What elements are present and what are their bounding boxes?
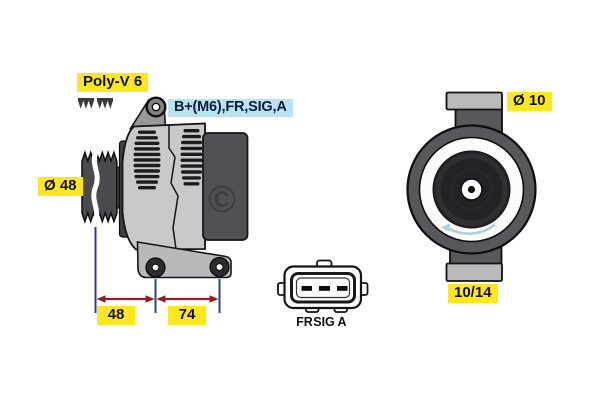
dimension-witness-lines — [94, 227, 221, 313]
connector-inner-line — [295, 277, 351, 299]
dimension-arrow-74 — [156, 295, 219, 303]
top-mounting-lug-eye — [145, 96, 167, 118]
pulley-grooved-body — [81, 150, 118, 224]
rotation-direction-icon — [440, 223, 496, 235]
vent-slot — [180, 164, 203, 168]
vent-slot — [133, 158, 161, 162]
connector-pin-sig — [319, 286, 330, 291]
belt-type-label: Poly-V 6 — [77, 73, 149, 92]
shaft-center — [467, 185, 476, 194]
vent-slot — [136, 136, 158, 140]
vent-slot — [180, 152, 203, 156]
vent-slot — [183, 129, 200, 133]
rear-cover: © — [202, 132, 249, 241]
vent-slot — [180, 146, 203, 151]
copyright-watermark: © — [208, 179, 236, 221]
dimension-74-label: 74 — [168, 306, 206, 325]
connector-pin-fr — [301, 286, 312, 291]
vent-slot — [136, 180, 158, 184]
vent-slot — [182, 176, 201, 180]
vent-slot — [183, 182, 200, 186]
front-view — [406, 91, 537, 282]
vent-slot — [133, 163, 161, 168]
pulley-side-view — [81, 150, 126, 224]
vent-slot — [138, 186, 156, 190]
vent-slot — [134, 141, 160, 145]
vent-slot — [134, 174, 160, 179]
pulley-diameter-label: Ø 48 — [38, 177, 83, 196]
vent-slots-right — [180, 129, 203, 186]
pulley-break-line — [91, 150, 100, 224]
terminal-label: B+(M6),FR,SIG,A — [168, 99, 293, 117]
poly-v-belt-icon — [78, 98, 113, 109]
vent-slot — [181, 170, 202, 174]
mount-width-label: 10/14 — [448, 284, 498, 303]
connector-pin-a — [337, 286, 348, 291]
vent-slot — [134, 169, 160, 173]
connector-diagram — [277, 259, 369, 313]
vent-slot — [133, 152, 161, 157]
hole-diameter-label: Ø 10 — [507, 92, 552, 111]
vent-slots-left — [133, 130, 161, 190]
housing-seam — [168, 125, 179, 250]
vent-slot — [134, 147, 160, 151]
vent-slot — [138, 130, 156, 134]
pin-label-sig: SIG — [313, 315, 335, 329]
front-top-cap — [445, 91, 503, 111]
vent-slot — [182, 134, 201, 139]
pin-label-a: A — [337, 315, 347, 329]
vent-slot — [180, 158, 203, 162]
vent-slot — [181, 140, 202, 145]
dimension-arrow-48 — [96, 295, 155, 303]
mounting-foot — [136, 241, 232, 279]
pin-label-fr: FR — [296, 315, 313, 329]
dimension-48-label: 48 — [97, 306, 135, 325]
front-bottom-cap — [445, 262, 503, 282]
